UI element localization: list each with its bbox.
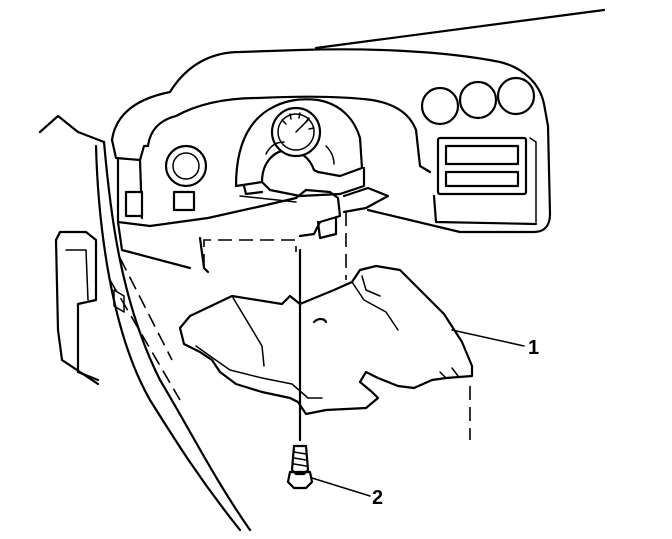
windshield-line [38,8,606,144]
callout-2-label: 2 [372,487,383,509]
center-vent-left [420,86,460,126]
center-vent-mid [458,80,498,120]
center-vent-right [496,76,536,116]
callout-1-label: 1 [528,337,539,359]
kick-panel [54,230,125,386]
radio-opening [436,136,528,196]
knee-bolster-panel [178,264,474,416]
leader-lines [311,329,525,497]
left-pillar [94,140,252,532]
left-vent [124,144,208,218]
instrument-cluster [234,98,366,203]
alignment-lines [109,212,471,440]
screw-assembly [286,248,314,490]
center-console-upper [414,76,538,226]
dash-bracket [198,186,390,274]
dash-panel [110,48,552,270]
